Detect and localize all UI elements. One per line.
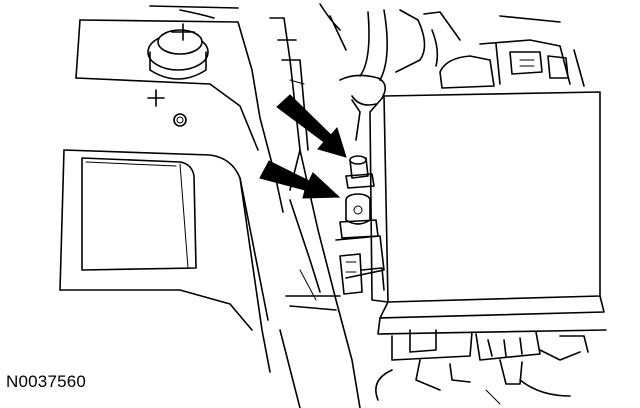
pointer-arrow-upper-icon bbox=[276, 94, 347, 158]
reservoir-cap bbox=[147, 23, 209, 80]
battery-housing bbox=[59, 149, 271, 373]
hoses bbox=[319, 3, 439, 106]
pointer-arrow-lower-icon bbox=[259, 160, 341, 199]
lower-connectors bbox=[375, 329, 589, 405]
plus-symbol bbox=[147, 89, 165, 107]
figure-id-label: N0037560 bbox=[6, 372, 87, 391]
module-box bbox=[369, 91, 607, 335]
sensor-assembly bbox=[335, 99, 385, 295]
upper-right-components bbox=[423, 11, 585, 89]
battery-terminal bbox=[173, 113, 187, 127]
